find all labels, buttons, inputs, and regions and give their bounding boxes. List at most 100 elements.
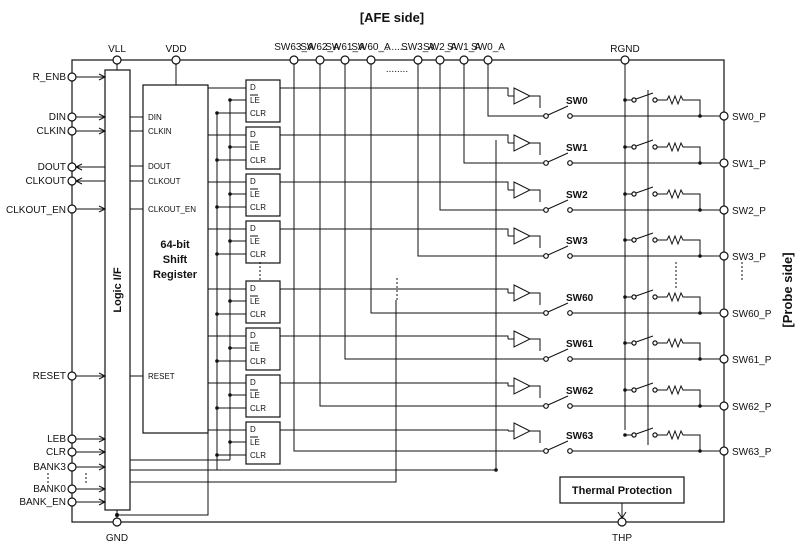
pin-sw-a-7 [483, 55, 493, 65]
probe-side-title: [Probe side] [780, 252, 795, 327]
shift-register-label-3: Register [153, 269, 198, 281]
ff-pin-d: D [250, 224, 256, 233]
ff-pin-le: LE [250, 96, 260, 105]
pin-clr [67, 447, 77, 457]
ff-pin-le: LE [250, 297, 260, 306]
pin-sw-p [719, 308, 729, 318]
pin-sw-a-label: SW62_A [300, 42, 340, 53]
pin-sw-p [719, 111, 729, 121]
pin-sw-a-label: SW0_A [471, 42, 505, 53]
switch-label: SW1 [566, 143, 588, 154]
flipflop-0: D LE CLR [208, 79, 281, 123]
pin-clkin-label: CLKIN [37, 126, 66, 137]
sr-pin-dout: DOUT [148, 162, 171, 171]
ff-pin-clr: CLR [250, 310, 266, 319]
pin-rgnd-label: RGND [610, 44, 639, 55]
pin-sw-a-5 [435, 55, 445, 65]
pin-dout [67, 162, 77, 172]
pin-gnd [112, 517, 122, 527]
ff-pin-d: D [250, 331, 256, 340]
pin-bank3 [67, 462, 77, 472]
switch-label: SW63 [566, 431, 594, 442]
pin-reset [67, 371, 77, 381]
pin-sw-p-label: SW61_P [732, 355, 772, 366]
pin-vdd [171, 55, 181, 65]
pin-bank0 [67, 484, 77, 494]
pin-vdd-label: VDD [165, 44, 186, 55]
pin-leb [67, 434, 77, 444]
sr-pin-din: DIN [148, 113, 162, 122]
pin-gnd-label: GND [106, 533, 128, 544]
pin-sw-p [719, 158, 729, 168]
pin-sw-a-label: SW61_A [325, 42, 365, 53]
ff-pin-d: D [250, 177, 256, 186]
ff-pin-le: LE [250, 391, 260, 400]
pin-dout-label: DOUT [38, 162, 66, 173]
ff-pin-clr: CLR [250, 156, 266, 165]
logic-if-label: Logic I/F [112, 267, 124, 313]
pin-sw-p [719, 354, 729, 364]
pin-sw-p [719, 205, 729, 215]
left-pins: R_ENB DIN CLKIN DOUT CLKOUT CLKOUT_EN RE… [6, 72, 107, 508]
pin-clkin [67, 126, 77, 136]
ff-pin-clr: CLR [250, 404, 266, 413]
pin-rgnd [620, 55, 630, 65]
ff-pin-d: D [250, 425, 256, 434]
pin-sw-a-1 [315, 55, 325, 65]
ff-pin-le: LE [250, 237, 260, 246]
pin-sw-a-3 [366, 55, 376, 65]
pin-vll [112, 55, 122, 65]
logic-if-block [104, 69, 131, 511]
pin-thp-label: THP [612, 533, 632, 544]
pin-sw-p-label: SW1_P [732, 159, 766, 170]
pin-sw-a-label: SW3_A [401, 42, 435, 53]
pin-leb-label: LEB [47, 434, 66, 445]
pin-sw-p-label: SW0_P [732, 112, 766, 123]
pin-sw-p-label: SW63_P [732, 447, 772, 458]
pin-sw-p [719, 446, 729, 456]
sr-pin-clkout-en: CLKOUT_EN [148, 205, 196, 214]
ff-pin-le: LE [250, 438, 260, 447]
pin-sw-a-0 [289, 55, 299, 65]
pin-sw-a-label: SW2_A [423, 42, 457, 53]
pin-sw-a-label: SW1_A [447, 42, 481, 53]
flipflop-array: DLECLRDLECLRDLECLRDLECLRDLECLRDLECLRDLEC… [130, 79, 281, 471]
pin-sw-p-label: SW3_P [732, 252, 766, 263]
pin-sw-p-label: SW2_P [732, 206, 766, 217]
switch-label: SW62 [566, 386, 594, 397]
pin-r-enb [67, 72, 77, 82]
thermal-protection-label: Thermal Protection [572, 485, 673, 497]
switch-label: SW3 [566, 236, 588, 247]
pin-din [67, 112, 77, 122]
ff-pin-clr: CLR [250, 451, 266, 460]
switch-channels: SW0SW0_PSW1SW1_PSW2SW2_PSW3SW3_PSW60SW60… [130, 64, 772, 483]
pin-sw-a-label: SW63_A [274, 42, 314, 53]
ff-pin-clr: CLR [250, 109, 266, 118]
switch-label: SW2 [566, 190, 588, 201]
switch-label: SW60 [566, 293, 594, 304]
ff-pin-clr: CLR [250, 357, 266, 366]
switch-label: SW0 [566, 96, 588, 107]
afe-pins-ellipsis: ........ [386, 42, 408, 53]
pin-bank3-label: BANK3 [33, 462, 66, 473]
switch-label: SW61 [566, 339, 594, 350]
pin-sw-p-label: SW60_P [732, 309, 772, 320]
ff-pin-d: D [250, 83, 256, 92]
pin-sw-p-label: SW62_P [732, 402, 772, 413]
sr-pin-clkout: CLKOUT [148, 177, 181, 186]
